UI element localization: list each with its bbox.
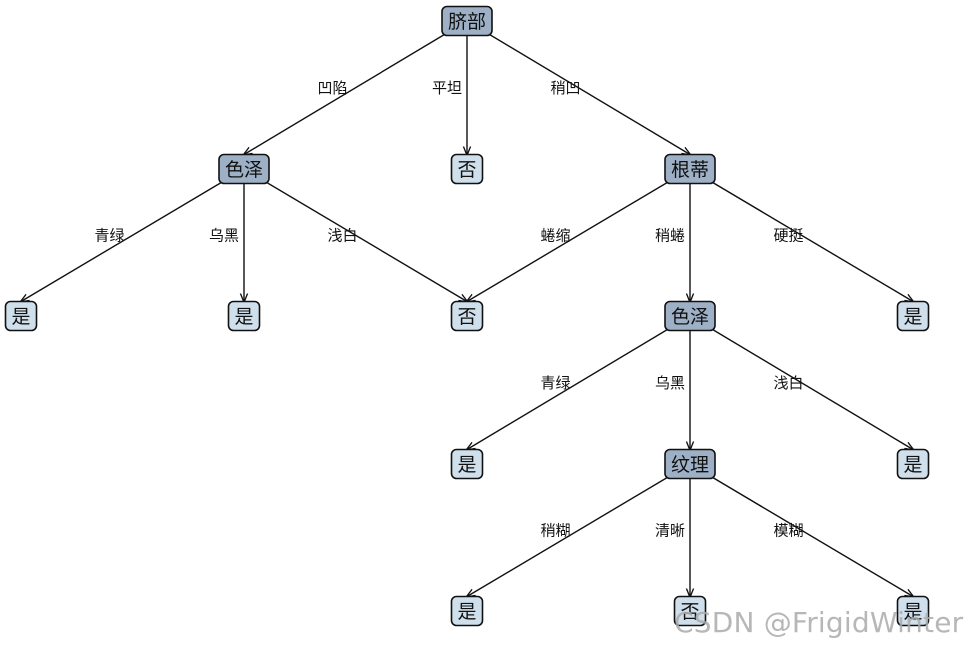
- node-label: 是: [903, 601, 922, 623]
- node-box: [450, 153, 484, 185]
- node-label: 是: [234, 306, 253, 328]
- edge-label: 青绿: [94, 226, 124, 244]
- edge-label: 硬挺: [773, 226, 803, 244]
- edge-arrow-n4-n9: [689, 168, 913, 302]
- edge-label: 稍凹: [550, 79, 580, 97]
- edge-arrow-n4-n7: [467, 168, 691, 302]
- node-box: [896, 448, 930, 480]
- node-box: [4, 300, 38, 332]
- edge-arrow-n1-n4: [466, 20, 690, 155]
- edge-label: 稍糊: [540, 521, 570, 539]
- node-box: [664, 153, 716, 185]
- node-box: [664, 300, 716, 332]
- decision-node: 色泽: [218, 153, 270, 185]
- node-box: [218, 153, 270, 185]
- decision-node: 色泽: [664, 300, 716, 332]
- edge-arrow-n11-n15: [689, 463, 913, 597]
- edge-arrow-n2-n7: [243, 168, 467, 302]
- edge-label: 青绿: [540, 374, 570, 392]
- decision-node: 脐部: [441, 5, 493, 37]
- node-label: 是: [457, 454, 476, 476]
- edge-arrow-n11-n13: [467, 463, 691, 597]
- leaf-node: 是: [227, 300, 261, 332]
- edge-label: 平坦: [432, 79, 462, 97]
- node-box: [673, 595, 707, 627]
- edges-layer: [21, 20, 913, 597]
- node-box: [450, 300, 484, 332]
- edge-label: 浅白: [327, 226, 357, 244]
- node-label: 色泽: [671, 306, 709, 328]
- decision-node: 根蒂: [664, 153, 716, 185]
- edge-label: 凹陷: [317, 79, 347, 97]
- edge-label: 蜷缩: [540, 226, 570, 244]
- edge-arrow-n2-n5: [21, 168, 245, 302]
- leaf-node: 否: [450, 300, 484, 332]
- watermark: CSDN @FrigidWinter: [674, 606, 964, 639]
- decision-node: 纹理: [664, 448, 716, 480]
- nodes-layer: 脐部色泽否根蒂是是否色泽是是纹理是是否是: [4, 5, 930, 627]
- node-box: [664, 448, 716, 480]
- edge-label: 清晰: [655, 521, 685, 539]
- edge-arrow-n8-n12: [689, 315, 913, 450]
- edge-label: 乌黑: [655, 374, 685, 392]
- leaf-node: 是: [4, 300, 38, 332]
- edge-arrow-n1-n2: [244, 20, 468, 155]
- node-box: [896, 300, 930, 332]
- leaf-node: 是: [896, 448, 930, 480]
- node-box: [450, 448, 484, 480]
- node-label: 是: [903, 306, 922, 328]
- node-label: 色泽: [225, 159, 263, 181]
- edge-arrow-n8-n10: [467, 315, 691, 450]
- node-label: 否: [680, 601, 699, 623]
- edge-label: 乌黑: [209, 226, 239, 244]
- node-label: 否: [457, 159, 476, 181]
- leaf-node: 是: [896, 595, 930, 627]
- node-box: [441, 5, 493, 37]
- edge-labels-layer: 凹陷平坦稍凹青绿乌黑浅白蜷缩稍蜷硬挺青绿乌黑浅白稍糊清晰模糊: [94, 79, 803, 540]
- node-label: 是: [11, 306, 30, 328]
- node-box: [896, 595, 930, 627]
- leaf-node: 否: [673, 595, 707, 627]
- leaf-node: 是: [450, 595, 484, 627]
- node-label: 否: [457, 306, 476, 328]
- leaf-node: 是: [896, 300, 930, 332]
- node-label: 是: [457, 601, 476, 623]
- edge-label: 稍蜷: [655, 226, 685, 244]
- leaf-node: 是: [450, 448, 484, 480]
- node-box: [227, 300, 261, 332]
- node-label: 纹理: [671, 454, 709, 476]
- node-label: 脐部: [448, 11, 486, 33]
- node-label: 根蒂: [671, 159, 709, 181]
- edge-label: 浅白: [773, 374, 803, 392]
- edge-label: 模糊: [773, 521, 803, 539]
- node-box: [450, 595, 484, 627]
- leaf-node: 否: [450, 153, 484, 185]
- node-label: 是: [903, 454, 922, 476]
